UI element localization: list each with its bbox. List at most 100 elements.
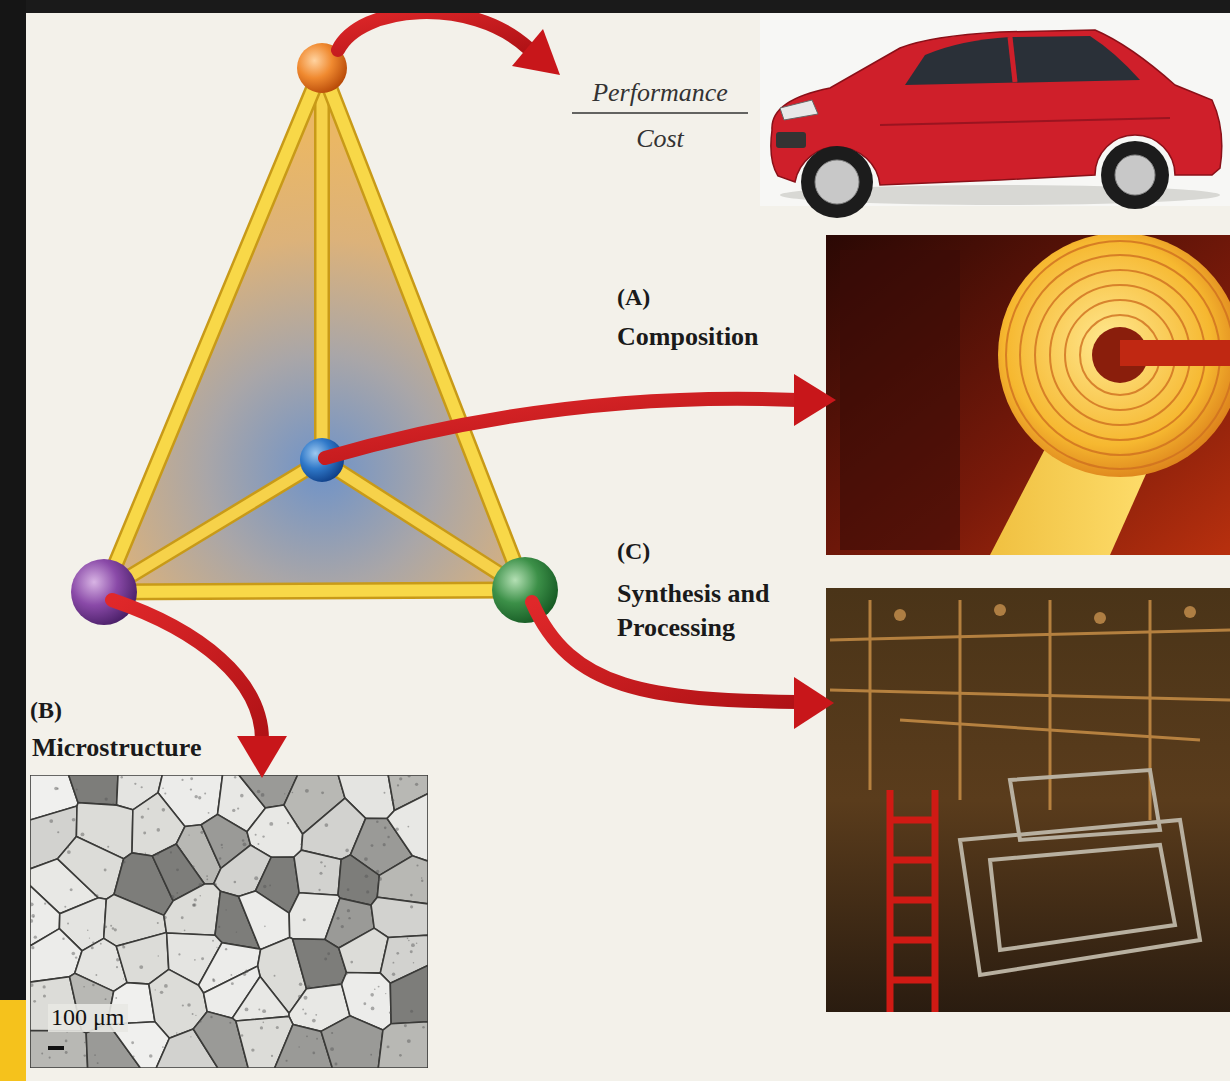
grain-speck [408,940,410,942]
grain-speck [231,982,234,985]
grain-speck [131,1041,134,1044]
grain-speck [384,827,387,830]
grain-speck [395,827,399,831]
grain-speck [94,894,96,896]
car-wheel [1101,141,1169,209]
grain-speck [105,797,108,800]
grain-speck [271,1055,273,1057]
grain-speck [54,787,58,791]
grain-speck [221,847,223,849]
grain-speck [378,986,380,988]
arrow-head [794,677,834,729]
grain-speck [306,1035,308,1037]
grain [164,884,221,935]
grain-speck [304,996,308,1000]
grain-speck [300,843,303,846]
grain-speck [261,793,265,797]
grain-speck [134,783,136,785]
grain-speck [307,985,310,988]
grain-speck [269,822,273,826]
grain-speck [237,807,239,809]
grain-speck [57,831,59,833]
grain-speck [116,966,118,968]
grain-speck [324,865,326,867]
grain-speck [169,895,170,896]
micrograph [30,775,428,1068]
car-headlight [780,100,818,120]
grain-speck [94,1054,96,1056]
grain-speck [312,1052,315,1055]
grain-speck [407,1039,411,1043]
grain-speck [67,846,69,848]
grain-speck [284,793,285,794]
grain-speck [115,997,117,999]
frame-band [0,0,26,1000]
grain-speck [104,925,107,928]
grain-speck [210,1016,212,1018]
sphere [71,559,137,625]
grain-speck [298,995,302,999]
grain-speck [347,888,350,891]
grain-speck [410,1010,413,1013]
grain-speck [176,1032,177,1033]
grain-speck [350,961,353,964]
grain-speck [319,872,322,875]
arrow-head [237,736,287,778]
grain-speck [383,843,386,846]
grain-speck [112,803,114,805]
grain-speck [198,796,201,799]
arrow-head [794,374,836,426]
grain-speck [163,916,166,919]
grain-speck [181,916,184,919]
grain [377,856,428,904]
grain-speck [121,776,123,778]
grain-speck [254,876,258,880]
grain [58,836,124,899]
photo-ground [826,588,1230,1012]
grain-speck [84,1054,86,1056]
grain-speck [48,903,50,905]
grain-speck [334,1062,337,1065]
grain-speck [376,820,379,823]
grain [293,939,347,989]
arrow-heads [237,29,836,778]
grain-speck [149,1054,153,1058]
grain-speck [182,1004,184,1006]
grain-speck [84,1042,86,1044]
car-photo [760,12,1230,218]
grain-speck [192,865,194,867]
grain-speck [389,1012,391,1014]
grain-speck [299,982,302,985]
grain-speck [41,1053,43,1055]
grain-speck [156,853,159,856]
grain-speck [393,962,395,964]
grain-speck [206,878,208,880]
grain-speck [410,905,413,908]
grain-speck [263,885,266,888]
rods [104,68,525,592]
grain-speck [258,1009,260,1011]
panel-label: Microstructure [32,733,232,763]
grain-speck [49,1057,51,1059]
grain-speck [378,877,382,881]
grain-speck [95,974,97,976]
grain-speck [285,1060,287,1062]
grain-speck [422,1026,425,1029]
grain-speck [410,950,413,953]
grain-speck [43,985,46,988]
car-hub [1115,155,1155,195]
grain-speck [160,991,163,994]
grain-speck [162,808,166,812]
grain-speck [251,1048,254,1051]
grain-speck [147,808,149,810]
grain-speck [256,941,258,943]
panel-letter: (A) [617,284,697,312]
grain-speck [391,799,394,802]
arrow-shaft [338,12,528,50]
grain-speck [171,895,175,899]
grain-speck [374,989,376,991]
car-pillar [1010,37,1015,82]
frame-accent [0,1000,26,1081]
grain-speck [216,947,217,948]
